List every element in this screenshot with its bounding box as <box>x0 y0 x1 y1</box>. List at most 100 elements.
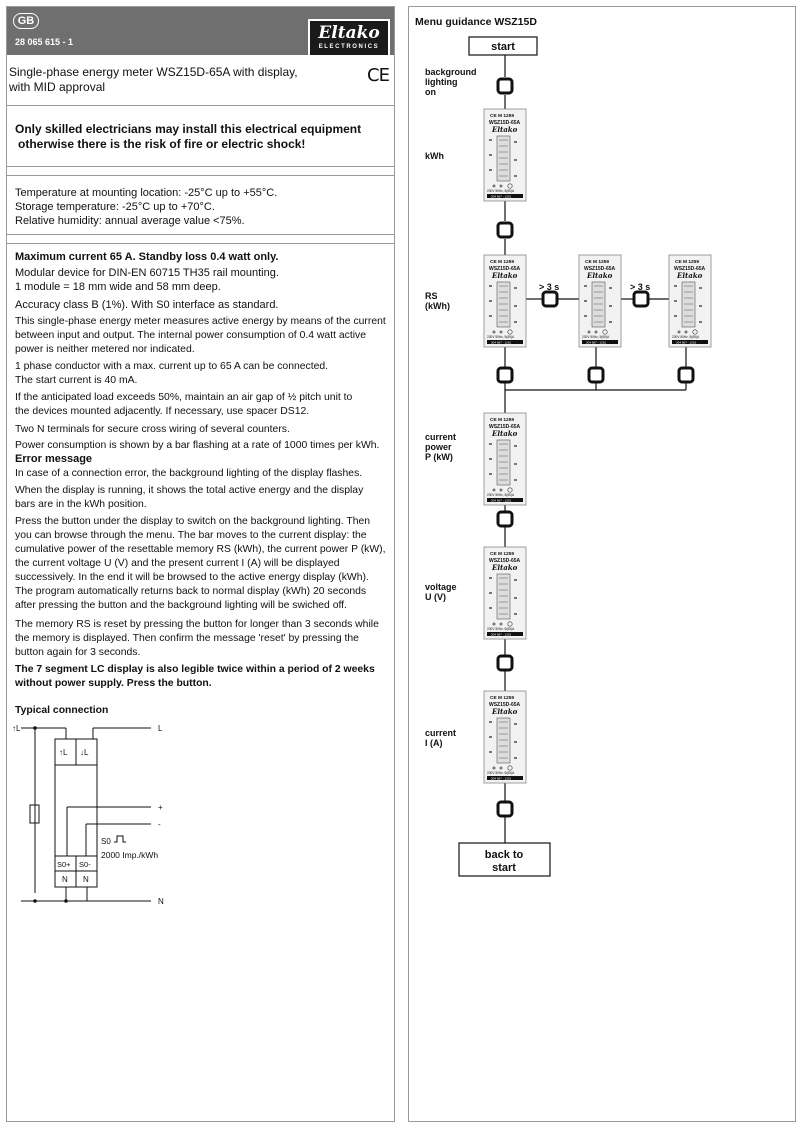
conn-l-out: L <box>158 724 163 733</box>
back-label-2: start <box>492 862 516 874</box>
logo-subtitle: ELECTRONICS <box>318 44 380 50</box>
error-heading: Error message <box>15 453 93 465</box>
env-temperature: Temperature at mounting location: -25°C … <box>15 187 278 199</box>
meter-reset-display <box>668 254 712 348</box>
button-node <box>632 290 650 308</box>
product-title-line1: Single-phase energy meter WSZ15D-65A wit… <box>9 65 298 79</box>
spec-rail: Modular device for DIN-EN 60715 TH35 rai… <box>15 267 279 279</box>
spec-heading: Maximum current 65 A. Standby loss 0.4 w… <box>15 251 279 263</box>
menu-title: Menu guidance WSZ15D <box>415 16 537 28</box>
button-node <box>541 290 559 308</box>
button-node <box>496 800 514 818</box>
back-label-1: back to <box>485 849 524 861</box>
spec-start-current: The start current is 40 mA. <box>15 375 138 386</box>
left-column: GB 28 065 615 - 1 Eltako ELECTRONICS Sin… <box>6 6 395 1122</box>
right-column: CE M 1259 WSZ15D-65A Eltako <box>408 6 796 1122</box>
product-title-line2: with MID approval <box>9 80 106 94</box>
button-node <box>496 221 514 239</box>
spec-browse-5: successively. In the end it will be brow… <box>15 572 369 583</box>
spec-lcd-1: The 7 segment LC display is also legible… <box>15 664 375 675</box>
terminal-s0-minus: S0- <box>79 860 91 869</box>
product-title: Single-phase energy meter WSZ15D-65A wit… <box>9 65 309 95</box>
spec-display-2: bars are in the kWh position. <box>15 499 147 510</box>
spec-reset-1: The memory RS is reset by pressing the b… <box>15 619 379 630</box>
button-node <box>496 77 514 95</box>
eltako-logo: Eltako ELECTRONICS <box>308 19 390 57</box>
start-label: start <box>491 41 515 53</box>
meter-rs-display <box>483 254 527 348</box>
spec-lcd-2: without power supply. Press the button. <box>15 678 212 689</box>
document-code: 28 065 615 - 1 <box>15 37 74 47</box>
meter-voltage-display <box>483 546 527 640</box>
terminal-l-out: ↓L <box>80 748 89 757</box>
spec-reset-2: the memory is displayed. Then confirm th… <box>15 633 359 644</box>
spec-error: In case of a connection error, the backg… <box>15 468 363 479</box>
spec-load-1: If the anticipated load exceeds 50%, mai… <box>15 392 353 403</box>
env-humidity: Relative humidity: annual average value … <box>15 215 245 227</box>
terminal-s0-plus: S0+ <box>57 860 71 869</box>
spec-n-terminals: Two N terminals for secure cross wiring … <box>15 424 290 435</box>
spec-load-2: the devices mounted adjacently. If neces… <box>15 406 310 417</box>
meter-current-display <box>483 690 527 784</box>
spec-power-bar: Power consumption is shown by a bar flas… <box>15 440 380 451</box>
label-rs-unit: (kWh) <box>425 301 450 311</box>
spec-conductor: 1 phase conductor with a max. current up… <box>15 361 329 372</box>
button-node <box>677 366 695 384</box>
warning-text: Only skilled electricians may install th… <box>15 122 365 152</box>
header-band: GB 28 065 615 - 1 Eltako ELECTRONICS <box>7 7 394 57</box>
spec-browse-3: cumulative power of the resettable memor… <box>15 544 386 555</box>
button-node <box>496 510 514 528</box>
label-hold-2: > 3 s <box>630 282 650 292</box>
terminal-l-in: ↑L <box>59 748 68 757</box>
conn-minus: - <box>158 820 161 829</box>
conn-plus: + <box>158 803 163 812</box>
language-badge: GB <box>13 13 39 29</box>
label-power-unit: P (kW) <box>425 452 453 462</box>
spec-browse-6: The program automatically returns back t… <box>15 586 367 597</box>
button-node <box>587 366 605 384</box>
label-kwh: kWh <box>425 151 444 161</box>
label-current: current <box>425 728 456 738</box>
label-voltage: voltage <box>425 582 457 592</box>
warning-line2: otherwise there is the risk of fire or e… <box>18 137 306 151</box>
back-to-start-box <box>458 842 551 877</box>
label-hold-1: > 3 s <box>539 282 559 292</box>
conn-impulse-rate: 2000 Imp./kWh <box>101 850 158 860</box>
spec-measure-2: between input and output. The internal p… <box>15 330 367 341</box>
label-current-power: current <box>425 432 456 442</box>
flow-connectors <box>504 55 687 843</box>
spec-measure-3: power is neither metered nor indicated. <box>15 344 195 355</box>
meter-kwh-display <box>483 108 527 202</box>
spec-reset-3: button again for 3 seconds. <box>15 647 141 658</box>
menu-flowchart: CE M 1259 WSZ15D-65A Eltako <box>415 16 712 877</box>
typical-connection-diagram: ↑L L ↑L ↓L + - S0 2000 Imp./kWh S0+ S0- … <box>12 724 164 906</box>
conn-n-out: N <box>158 897 164 906</box>
spec-module: 1 module = 18 mm wide and 58 mm deep. <box>15 281 221 293</box>
terminal-n2: N <box>83 875 89 884</box>
warning-line1: Only skilled electricians may install th… <box>15 122 362 136</box>
env-storage: Storage temperature: -25°C up to +70°C. <box>15 201 215 213</box>
button-node <box>496 366 514 384</box>
spec-measure-1: This single-phase energy meter measures … <box>15 316 386 327</box>
conn-s0: S0 <box>101 837 111 846</box>
label-on: on <box>425 87 436 97</box>
start-box <box>468 36 538 56</box>
label-voltage-unit: U (V) <box>425 592 446 602</box>
spec-browse-1: Press the button under the display to sw… <box>15 516 371 527</box>
button-node <box>496 654 514 672</box>
ce-mark: CE <box>367 65 390 86</box>
logo-wordmark: Eltako <box>318 23 380 43</box>
label-background: background <box>425 67 477 77</box>
meter-rs-hold-display <box>578 254 622 348</box>
label-rs: RS <box>425 291 438 301</box>
spec-browse-4: the current voltage U (V) and the presen… <box>15 558 340 569</box>
meter-power-display <box>483 412 527 506</box>
label-power: power <box>425 442 452 452</box>
terminal-n1: N <box>62 875 68 884</box>
spec-browse-2: you can browse through the menu. The bar… <box>15 530 367 541</box>
spec-browse-7: after pressing the button and the backgr… <box>15 600 347 611</box>
label-current-unit: I (A) <box>425 738 443 748</box>
connection-heading: Typical connection <box>15 705 109 716</box>
specification-box: Maximum current 65 A. Standby loss 0.4 w… <box>7 243 394 1121</box>
environment-box: Temperature at mounting location: -25°C … <box>7 175 394 235</box>
